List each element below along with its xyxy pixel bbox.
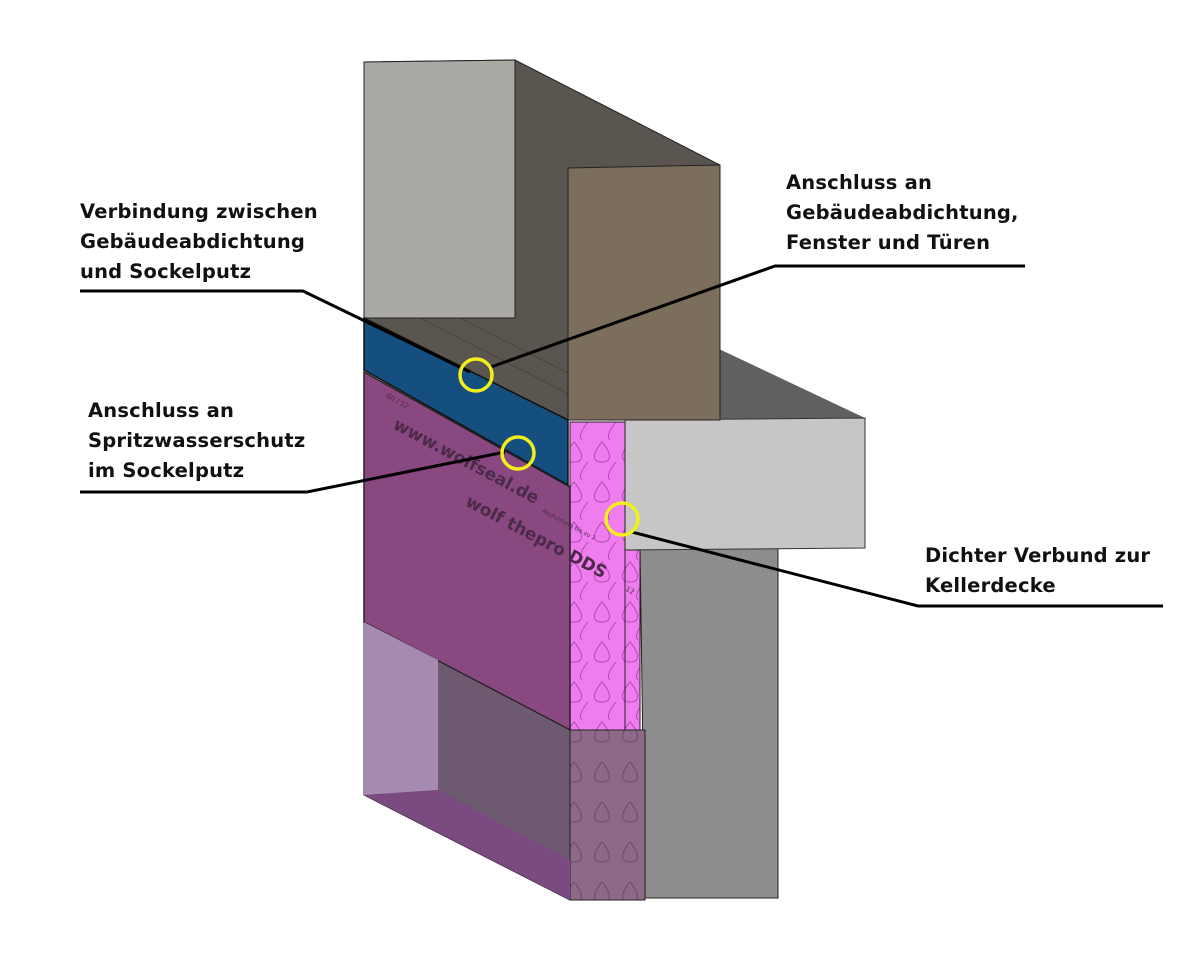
callout-line: Kellerdecke	[925, 574, 1056, 597]
callout-line: Fenster und Türen	[786, 231, 991, 254]
callout-line: Verbindung zwischen	[80, 200, 318, 223]
callout-connection-splash-protection: Anschluss an Spritzwasserschutz im Socke…	[88, 396, 305, 486]
callout-line: im Sockelputz	[88, 459, 245, 482]
basement-ceiling-slab	[624, 417, 866, 551]
callout-line: Anschluss an	[88, 399, 235, 422]
membrane-bottom	[364, 790, 570, 900]
membrane-lower-light	[364, 622, 438, 795]
leader-line-3	[80, 450, 506, 494]
leader-line-1	[80, 289, 471, 374]
insulation-strip	[624, 549, 641, 731]
basement-wall	[639, 547, 779, 899]
callout-seal-basement-ceiling: Dichter Verbund zur Kellerdecke	[925, 541, 1150, 601]
detail-circle-1	[458, 357, 494, 393]
callout-connection-windows-doors: Anschluss an Gebäudeabdichtung, Fenster …	[786, 168, 1019, 258]
callout-line: Spritzwasserschutz	[88, 429, 306, 452]
detail-circle-2	[500, 435, 536, 471]
wall-front-face	[363, 59, 516, 319]
callout-line: und Sockelputz	[80, 260, 252, 283]
building-seal-band	[363, 316, 569, 487]
leader-line-2	[487, 264, 1025, 370]
callout-line: Dichter Verbund zur	[925, 544, 1151, 567]
callout-line: Gebäudeabdichtung	[80, 230, 306, 253]
leader-line-4	[631, 530, 1163, 608]
callout-line: Anschluss an	[786, 171, 933, 194]
callout-line: Gebäudeabdichtung,	[786, 201, 1019, 224]
membrane-small-3: 12	[624, 585, 636, 596]
detail-circle-3	[604, 501, 640, 537]
callout-connection-seal-plinth: Verbindung zwischen Gebäudeabdichtung un…	[80, 197, 318, 287]
wall-side-box	[567, 164, 721, 421]
insulation-lower	[569, 729, 646, 901]
